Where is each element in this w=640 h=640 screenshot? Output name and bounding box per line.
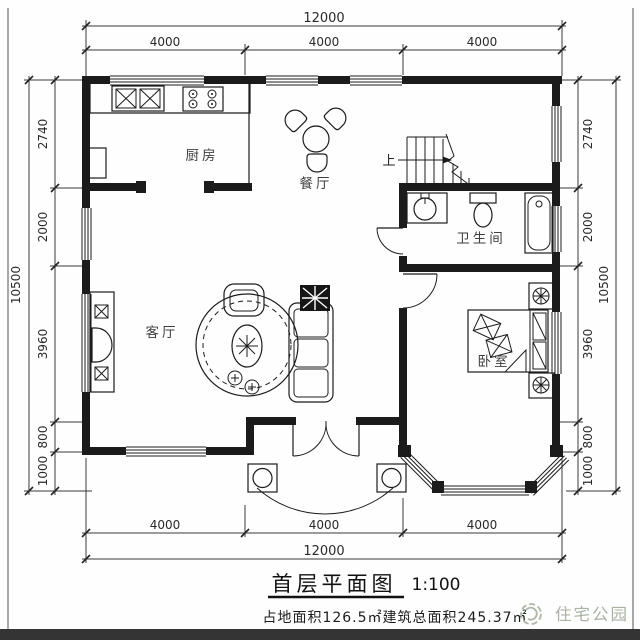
room-label-bedroom: 卧室 <box>478 353 511 370</box>
plan-scale: 1:100 <box>412 575 461 595</box>
l-sofa-icon <box>288 302 334 403</box>
kitchen-counter <box>87 84 251 179</box>
area-note: 占地面积126.5㎡建筑总面积245.37㎡ <box>262 610 527 626</box>
plant-icon <box>300 285 330 311</box>
stove-icon <box>182 86 224 112</box>
dim-right-seg4: 800 <box>581 426 595 449</box>
dimension-left: 10500 2740 2000 3960 800 1000 <box>9 75 92 496</box>
bathroom-door <box>376 227 404 255</box>
dim-left-total: 10500 <box>9 266 23 304</box>
coffee-table-icon <box>231 324 263 368</box>
toilet-icon <box>469 192 497 228</box>
entrance-door-icon <box>292 420 360 457</box>
dim-right-seg5: 1000 <box>581 456 595 487</box>
room-label-dining: 餐厅 <box>300 176 333 192</box>
interior-walls <box>82 84 560 453</box>
dim-right-total: 10500 <box>597 266 611 304</box>
bedroom-door <box>402 273 438 309</box>
dim-bottom-total: 12000 <box>303 544 344 559</box>
dim-bottom-seg3: 4000 <box>467 518 498 532</box>
dim-top-seg1: 4000 <box>150 35 181 49</box>
porch-columns <box>247 463 407 493</box>
photo-edge-left <box>7 8 9 629</box>
washbasin-icon <box>406 192 448 224</box>
bed-icon <box>467 309 549 373</box>
dim-bottom-seg1: 4000 <box>150 518 181 532</box>
porch-steps-arc <box>256 487 394 515</box>
round-sofa-icon <box>195 283 299 397</box>
dim-left-seg2: 2000 <box>36 212 50 243</box>
dimension-bottom: 4000 4000 4000 12000 <box>81 458 567 564</box>
dim-top-seg3: 4000 <box>467 35 498 49</box>
pouf-icons <box>227 370 260 395</box>
dimension-top: 12000 4000 4000 4000 <box>81 11 567 76</box>
dim-right-seg1: 2740 <box>581 119 595 150</box>
dim-left-seg4: 800 <box>36 426 50 449</box>
dim-right-seg3: 3960 <box>581 329 595 360</box>
dim-left-seg3: 3960 <box>36 329 50 360</box>
bathtub-icon <box>524 192 554 254</box>
dim-top-seg2: 4000 <box>309 35 340 49</box>
up-arrow-icon <box>398 156 452 164</box>
dim-right-seg2: 2000 <box>581 212 595 243</box>
dim-left-seg1: 2740 <box>36 119 50 150</box>
room-label-kitchen: 厨房 <box>186 148 219 164</box>
watermark-logo-icon <box>520 603 542 625</box>
photo-edge-right <box>632 8 634 629</box>
watermark-text: 住宅公园 <box>555 605 629 624</box>
room-label-stairs-up: 上 <box>382 154 395 169</box>
bay-window <box>398 445 570 496</box>
dim-left-seg5: 1000 <box>36 456 50 487</box>
room-label-living: 客厅 <box>146 324 179 341</box>
plan-title: 首层平面图 <box>272 572 397 596</box>
dimension-right: 2740 2000 3960 800 1000 10500 <box>560 75 621 496</box>
window-bands <box>81 75 562 457</box>
room-label-bathroom: 卫生间 <box>456 231 506 247</box>
bottom-bar <box>0 629 640 640</box>
nightstand-icon <box>528 282 555 399</box>
dim-top-total: 12000 <box>303 11 344 26</box>
tv-cabinet-icon <box>89 291 115 393</box>
sink-icon <box>111 85 165 112</box>
dining-table-icon <box>284 107 347 173</box>
dim-bottom-seg2: 4000 <box>309 518 340 532</box>
